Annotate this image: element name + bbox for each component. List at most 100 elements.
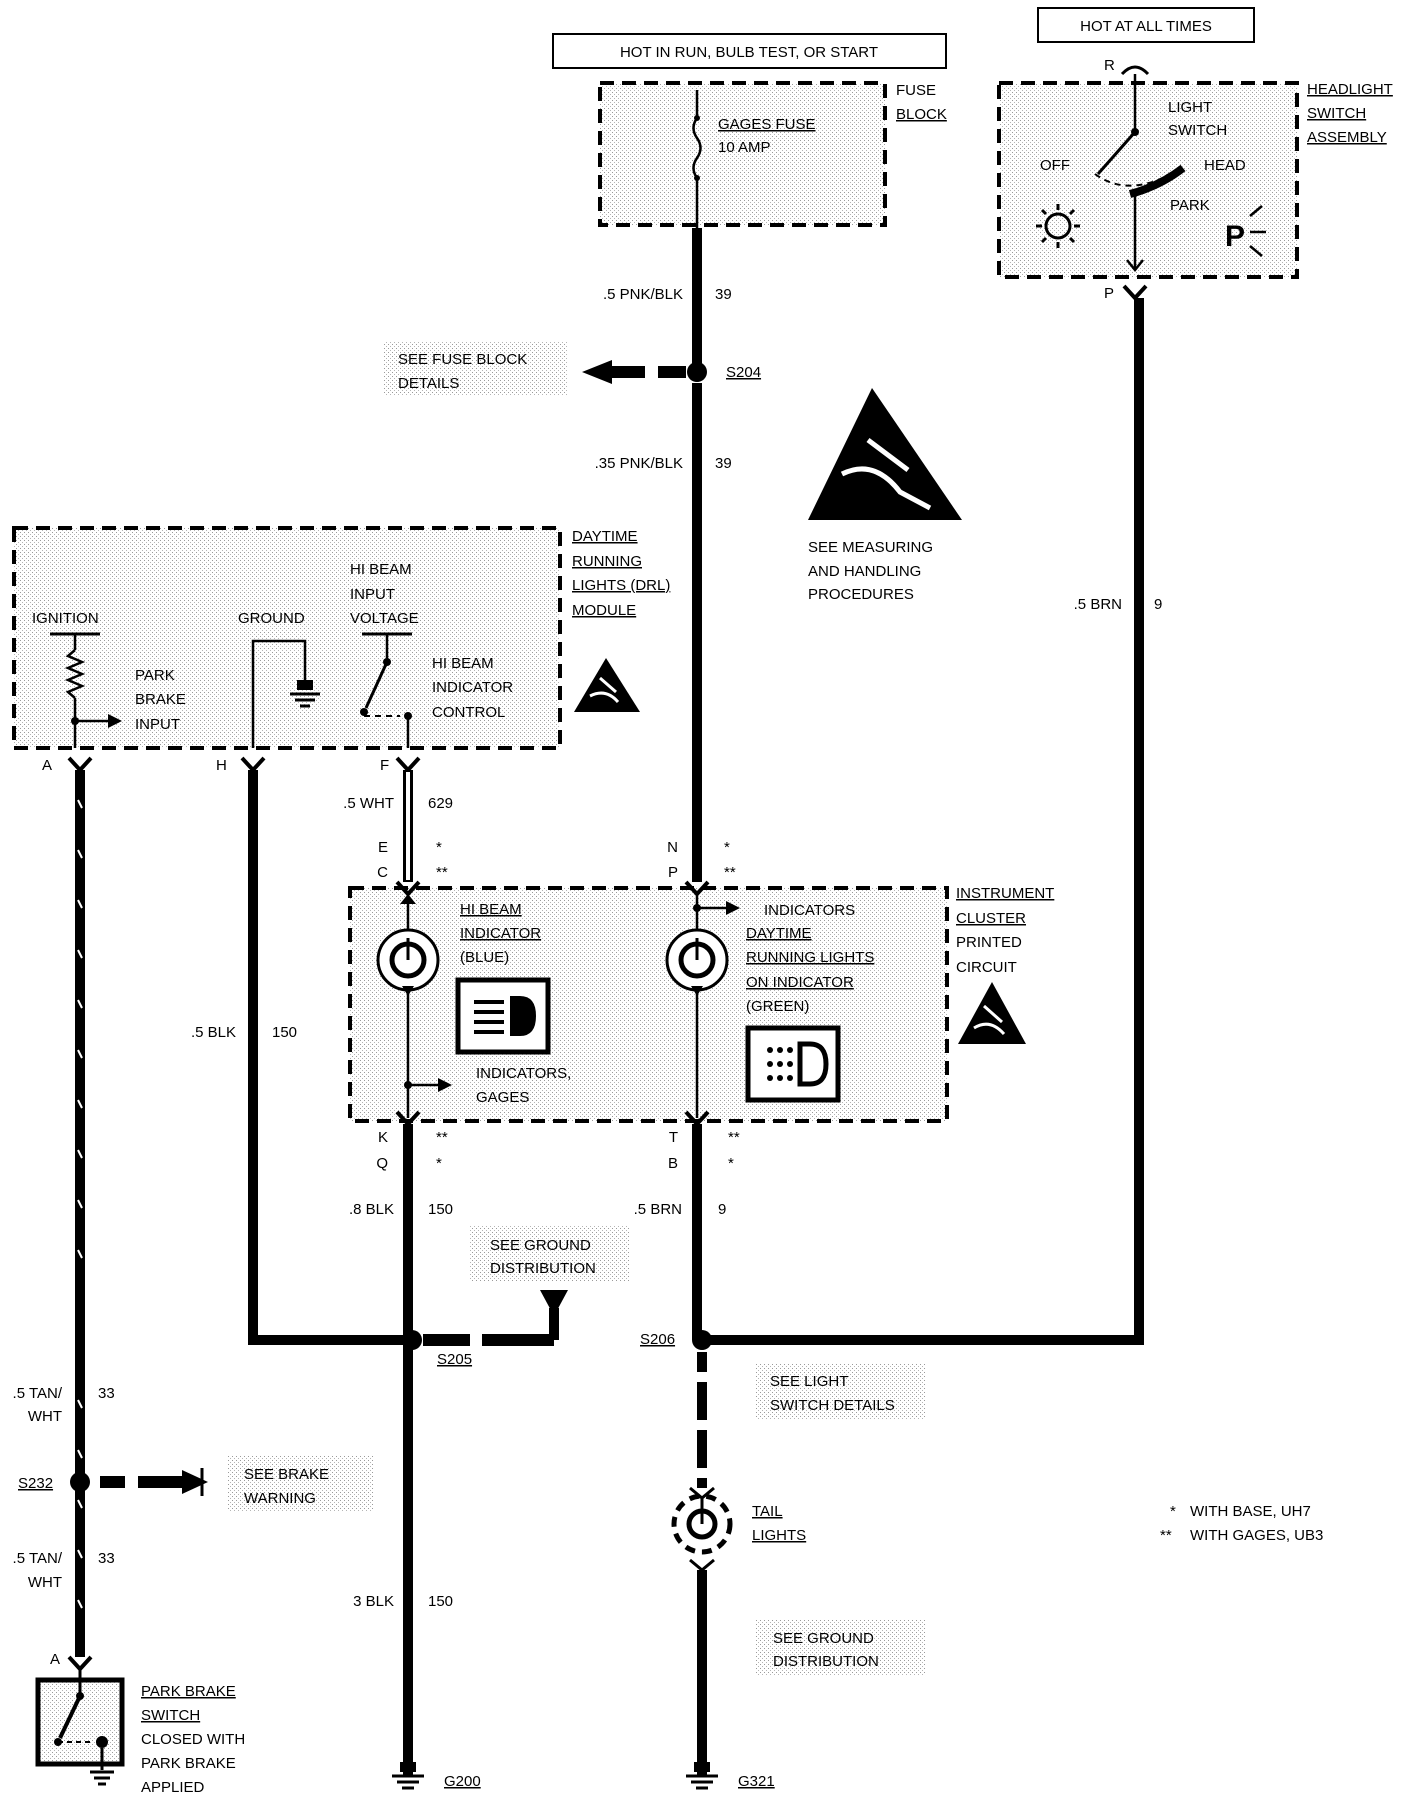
- wire-33-bot-circuit: 33: [98, 1550, 115, 1567]
- switch-pos-park: PARK: [1170, 197, 1210, 214]
- indicators-gages-line1: INDICATORS,: [476, 1065, 571, 1082]
- ground-ref-arrow-icon: [540, 1290, 568, 1316]
- cluster-name-line1: INSTRUMENT: [956, 885, 1054, 902]
- splice-s204-label: S204: [726, 364, 761, 381]
- see-brake-warning[interactable]: SEE BRAKE WARNING: [228, 1456, 373, 1511]
- pin-t-note: **: [728, 1129, 740, 1146]
- headlight-switch-name-line3: ASSEMBLY: [1307, 129, 1387, 146]
- drl-on-line1: DAYTIME: [746, 925, 812, 942]
- brake-warning-line2: WARNING: [244, 1490, 316, 1507]
- arrow-to-brake-warning: [182, 1470, 208, 1494]
- parking-lamp-symbol-icon: P: [1225, 205, 1266, 257]
- wire-629-circuit: 629: [428, 795, 453, 812]
- wire-150-left-circuit: 150: [272, 1024, 297, 1041]
- wire-33-bot-gauge-line1: .5 TAN/: [13, 1550, 63, 1567]
- drl-park-brake-input-line3: INPUT: [135, 716, 180, 733]
- drl-module: DAYTIME RUNNING LIGHTS (DRL) MODULE IGNI…: [12, 526, 670, 750]
- park-brake-switch-line3: CLOSED WITH: [141, 1731, 245, 1748]
- light-switch-details-line2: SWITCH DETAILS: [770, 1397, 895, 1414]
- wire-33-top-circuit: 33: [98, 1385, 115, 1402]
- wire-9-right-circuit: 9: [1154, 596, 1162, 613]
- pin-k-note: **: [436, 1129, 448, 1146]
- switch-pos-head: HEAD: [1204, 157, 1246, 174]
- see-fuse-block-details[interactable]: SEE FUSE BLOCK DETAILS: [383, 342, 568, 396]
- splice-s232-label: S232: [18, 1475, 53, 1492]
- fuse-block-name-line1: FUSE: [896, 82, 936, 99]
- esd-warning-small-icon: [574, 658, 640, 712]
- park-symbol-letter: P: [1225, 220, 1245, 253]
- ground-dist-2-line2: DISTRIBUTION: [773, 1653, 879, 1670]
- pin-q-note: *: [436, 1155, 442, 1172]
- splice-s204: [687, 362, 707, 382]
- terminal-p: P: [1104, 285, 1114, 302]
- drl-hibeam-control-line2: INDICATOR: [432, 679, 513, 696]
- esd-text-line1: SEE MEASURING: [808, 539, 933, 556]
- splice-s232: [70, 1472, 90, 1492]
- see-ground-distribution-2[interactable]: SEE GROUND DISTRIBUTION: [756, 1620, 926, 1676]
- cluster-pin-e: E: [378, 839, 388, 856]
- indicators-gages-line2: GAGES: [476, 1089, 529, 1106]
- drl-name-line2: RUNNING: [572, 553, 642, 570]
- ground-dist-1-line1: SEE GROUND: [490, 1237, 591, 1254]
- drl-hibeam-voltage-line3: VOLTAGE: [350, 610, 419, 627]
- splice-s206: [692, 1330, 712, 1350]
- pin-p-note: **: [724, 864, 736, 881]
- cluster-pin-q: Q: [376, 1155, 388, 1172]
- wire-9-t-gauge: .5 BRN: [634, 1201, 682, 1218]
- fuse-block-name-line2: BLOCK: [896, 106, 947, 123]
- cluster-pin-n: N: [667, 839, 678, 856]
- see-ground-distribution-1[interactable]: SEE GROUND DISTRIBUTION: [470, 1226, 630, 1282]
- hot-in-run-label-box: HOT IN RUN, BULB TEST, OR START: [552, 33, 947, 69]
- esd-text-line2: AND HANDLING: [808, 563, 921, 580]
- drl-hibeam-control-line3: CONTROL: [432, 704, 505, 721]
- pin-e-note: *: [436, 839, 442, 856]
- drl-name-line3: LIGHTS (DRL): [572, 577, 670, 594]
- wire-9-t-circuit: 9: [718, 1201, 726, 1218]
- wire-150-k-gauge: .8 BLK: [349, 1201, 394, 1218]
- park-brake-switch-line4: PARK BRAKE: [141, 1755, 236, 1772]
- cluster-pin-p: P: [668, 864, 678, 881]
- wire-150-k-circuit: 150: [428, 1201, 453, 1218]
- hi-beam-bulb-icon: [376, 928, 440, 996]
- fuse-icon: [692, 90, 702, 228]
- splice-s206-label: S206: [640, 1331, 675, 1348]
- ground-g200-label: G200: [444, 1773, 481, 1790]
- hi-beam-indicator-line3: (BLUE): [460, 949, 509, 966]
- tail-lights-bulb-icon: [671, 1486, 733, 1572]
- drl-hibeam-voltage-line1: HI BEAM: [350, 561, 412, 578]
- drl-terminal-f: F: [380, 757, 389, 774]
- cluster-pin-c: C: [377, 864, 388, 881]
- park-brake-switch: [35, 1669, 125, 1767]
- wire-629-gauge: .5 WHT: [343, 795, 394, 812]
- drl-on-line4: (GREEN): [746, 998, 809, 1015]
- wire-150-left-gauge: .5 BLK: [191, 1024, 236, 1041]
- legend-gages-mark: **: [1160, 1527, 1172, 1544]
- esd-text-line3: PROCEDURES: [808, 586, 914, 603]
- drl-hibeam-voltage-line2: INPUT: [350, 586, 395, 603]
- drl-ground-label: GROUND: [238, 610, 305, 627]
- arrow-to-fuse-details: [582, 360, 612, 384]
- ground-g200-icon: [392, 1762, 424, 1790]
- ground-g321-label: G321: [738, 1773, 775, 1790]
- ground-symbol-icon: [290, 680, 320, 708]
- gages-fuse-amp: 10 AMP: [718, 139, 771, 156]
- drl-terminal-h: H: [216, 757, 227, 774]
- wire-39-top-gauge: .5 PNK/BLK: [603, 286, 683, 303]
- drl-ignition-label: IGNITION: [32, 610, 99, 627]
- legend-base-mark: *: [1170, 1503, 1176, 1520]
- instrument-cluster: INSTRUMENT CLUSTER PRINTED CIRCUIT HI BE…: [348, 880, 1054, 1123]
- drl-on-line3: ON INDICATOR: [746, 974, 854, 991]
- park-brake-terminal-a: A: [50, 1651, 60, 1668]
- cluster-pin-k: K: [378, 1129, 388, 1146]
- brake-warning-line1: SEE BRAKE: [244, 1466, 329, 1483]
- drl-park-brake-input-line1: PARK: [135, 667, 175, 684]
- park-brake-switch-line2: SWITCH: [141, 1707, 200, 1724]
- indicators-top-label: INDICATORS: [764, 902, 855, 919]
- gages-fuse-label: GAGES FUSE: [718, 116, 816, 133]
- headlight-switch-name-line2: SWITCH: [1307, 105, 1366, 122]
- park-brake-switch-line5: APPLIED: [141, 1779, 205, 1796]
- drl-on-line2: RUNNING LIGHTS: [746, 949, 874, 966]
- cluster-pin-b: B: [668, 1155, 678, 1172]
- see-light-switch-details[interactable]: SEE LIGHT SWITCH DETAILS: [756, 1364, 926, 1420]
- terminal-r: R: [1104, 57, 1115, 74]
